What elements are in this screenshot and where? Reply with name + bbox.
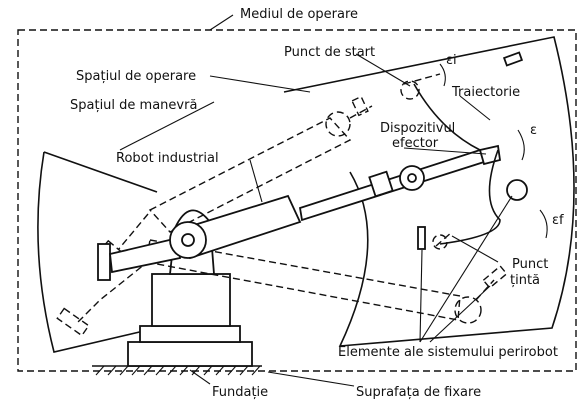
label-operating-space: Spațiul de operare xyxy=(76,69,196,84)
operating-environment-boundary xyxy=(17,29,577,372)
ghost-target-effector xyxy=(432,231,453,250)
label-epsilon: ε xyxy=(530,123,537,138)
label-epsilon-f: εf xyxy=(552,213,564,228)
angle-marks xyxy=(439,63,548,239)
peripheral-elements xyxy=(417,51,528,250)
robot-arm xyxy=(97,144,502,281)
trajectory-curve xyxy=(413,83,501,245)
label-target-point-line2: țintă xyxy=(510,273,540,288)
label-epsilon-i: εi xyxy=(446,53,457,68)
label-maneuver-space: Spațiul de manevră xyxy=(70,98,197,113)
operating-space-boundary xyxy=(283,36,575,347)
label-operating-environment: Mediul de operare xyxy=(240,7,358,22)
label-target-point-line1: Punct xyxy=(512,257,548,272)
label-fixing-surface: Suprafața de fixare xyxy=(356,385,481,400)
leader-lines xyxy=(119,14,513,387)
maneuver-space-boundary xyxy=(37,151,158,353)
label-end-effector-line2: efector xyxy=(392,136,439,151)
label-end-effector-line1: Dispozitivul xyxy=(380,121,455,136)
label-industrial-robot: Robot industrial xyxy=(116,151,219,166)
label-start-point: Punct de start xyxy=(284,45,375,60)
ghost-start-effector xyxy=(400,73,441,100)
label-trajectory: Traiectorie xyxy=(451,85,520,100)
label-peripheral-elements: Elemente ale sistemului perirobot xyxy=(338,345,558,360)
label-foundation: Fundație xyxy=(212,385,268,400)
